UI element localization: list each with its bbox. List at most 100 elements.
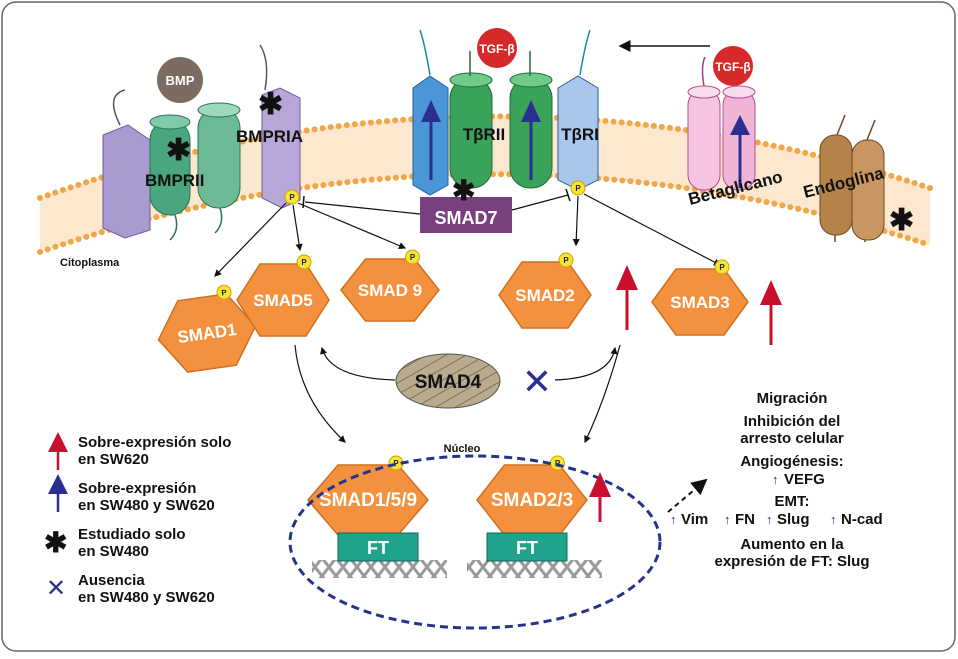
smad3-label: SMAD3 <box>670 293 730 312</box>
outcome-emt: EMT: <box>775 493 810 510</box>
signal-arrows <box>214 193 722 444</box>
tgfb-receptor-complex <box>412 29 599 196</box>
smad-hexagon-smad9: SMAD 9 P <box>340 249 440 322</box>
phospho-label: P <box>410 253 416 262</box>
legend-item-3-line2: en SW480 <box>78 543 149 560</box>
tgfb-ligand <box>477 28 517 68</box>
legend-blue-arrow-icon <box>48 474 68 512</box>
outcome-ft-2: expresión de FT: Slug <box>714 553 869 570</box>
phospho-icon: P <box>558 252 574 268</box>
up-arrow-icon: ↑ <box>830 512 837 527</box>
phospho-label: P <box>289 193 295 202</box>
smad-hexagon-smad5: SMAD5 P <box>236 254 330 337</box>
bmpria-label: BMPRIA <box>236 127 303 146</box>
phospho-label: P <box>719 263 725 272</box>
asterisk-icon: ✱ <box>889 204 914 237</box>
up-arrow-icon: ↑ <box>766 512 773 527</box>
smad-hexagon-smad159: SMAD1/5/9 P <box>307 455 429 536</box>
tbrii-label: TβRII <box>463 125 505 144</box>
dna-right <box>467 560 602 578</box>
ft-left-label: FT <box>367 538 389 558</box>
bmprii-receptor <box>102 89 241 241</box>
up-arrow-icon: ↑ <box>724 512 731 527</box>
blue-up-arrow-head <box>521 100 541 122</box>
dna-left <box>312 560 447 578</box>
phospho-tbri: P <box>570 180 586 196</box>
nucleus-label: Núcleo <box>444 443 481 455</box>
legend: Sobre-expresión solo en SW620 Sobre-expr… <box>44 432 231 606</box>
asterisk-icon: ✱ <box>258 88 283 121</box>
asterisk-icon: ✱ <box>166 134 191 167</box>
smad4-label: SMAD4 <box>415 372 482 393</box>
ft-right-label: FT <box>516 538 538 558</box>
blue-up-arrow-head <box>730 115 750 135</box>
smad159-label: SMAD1/5/9 <box>319 490 417 511</box>
bmp-ligand <box>157 57 203 103</box>
smad4-ellipse <box>395 353 501 409</box>
legend-item-3-line1: Estudiado solo <box>78 526 186 543</box>
legend-item-1-line1: Sobre-expresión solo <box>78 434 231 451</box>
legend-item-1-line2: en SW620 <box>78 451 149 468</box>
smad7-label: SMAD7 <box>434 208 497 228</box>
phospho-label: P <box>563 256 569 265</box>
phospho-icon: P <box>550 455 565 471</box>
nucleus <box>288 454 662 630</box>
emt-ncad: N-cad <box>841 511 883 528</box>
smad-hexagon-smad23: SMAD2/3 P <box>476 455 588 536</box>
smad-hexagon-smad3: SMAD3 P <box>651 259 749 336</box>
smad7-box <box>420 197 512 233</box>
red-up-arrow-icon <box>760 280 782 345</box>
emt-vim: Vim <box>681 511 708 528</box>
phospho-label: P <box>301 258 307 267</box>
up-arrow-icon: ↑ <box>772 472 779 487</box>
phospho-icon: P <box>714 259 730 275</box>
phospho-bmpria: P <box>284 189 300 205</box>
hexagon-shape <box>236 263 330 337</box>
cytoplasm-label: Citoplasma <box>60 257 120 269</box>
tgfb-label: TGF-β <box>479 42 514 56</box>
outcome-inhibition-1: Inhibición del <box>744 413 841 430</box>
phospho-label: P <box>393 459 399 468</box>
red-up-arrow-icon <box>616 265 638 330</box>
legend-red-arrow-icon <box>48 432 68 470</box>
tgfb-ligand-right <box>713 46 753 86</box>
blue-up-arrow-head <box>421 100 441 122</box>
hexagon-shape <box>340 258 440 322</box>
up-arrow-icon: ↑ <box>670 512 677 527</box>
tbri-label: TβRI <box>561 125 599 144</box>
outcome-vefg: VEFG <box>784 471 825 488</box>
endoglin-receptor <box>819 114 885 242</box>
absence-x-icon: ✕ <box>522 361 552 402</box>
bmp-label: BMP <box>166 73 195 88</box>
legend-item-4-line2: en SW480 y SW620 <box>78 589 215 606</box>
phospho-label: P <box>575 184 581 193</box>
outcome-angio: Angiogénesis: <box>740 453 843 470</box>
smad5-label: SMAD5 <box>253 291 313 310</box>
smad2-label: SMAD2 <box>515 286 575 305</box>
asterisk-icon: ✱ <box>452 175 475 206</box>
outcome-migration: Migración <box>757 390 828 407</box>
smad23-label: SMAD2/3 <box>491 490 573 511</box>
legend-asterisk-icon: ✱ <box>44 527 67 558</box>
phospho-label: P <box>221 288 228 298</box>
tgfb-right-label: TGF-β <box>715 60 750 74</box>
smad9-label: SMAD 9 <box>358 281 422 300</box>
legend-item-2-line2: en SW480 y SW620 <box>78 497 215 514</box>
outcome-ft-1: Aumento en la <box>740 536 844 553</box>
outcomes-panel: Migración Inhibición del arresto celular… <box>670 390 883 570</box>
ft-box-right <box>486 532 568 562</box>
hexagon-shape <box>498 261 592 329</box>
phospho-icon: P <box>296 254 312 270</box>
phospho-label: P <box>555 459 561 468</box>
phospho-icon: P <box>405 249 420 265</box>
phospho-icon: P <box>216 284 232 300</box>
smad-hexagon-smad2: SMAD2 P <box>498 252 592 329</box>
legend-item-2-line1: Sobre-expresión <box>78 480 196 497</box>
smad7-inhibits-tbri <box>511 194 569 211</box>
hexagon-shape <box>651 268 749 336</box>
bmpria-receptor <box>259 44 301 209</box>
emt-slug: Slug <box>777 511 810 528</box>
